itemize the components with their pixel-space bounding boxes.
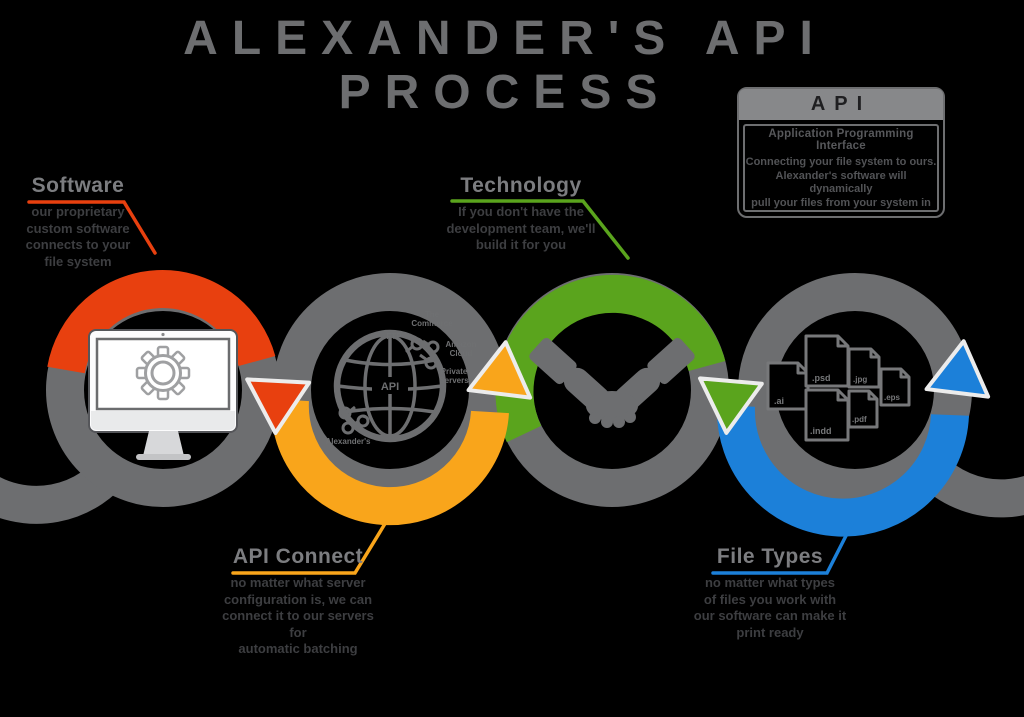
file-indd-icon: .indd	[804, 388, 850, 442]
file-ext-jpg: .jpg	[853, 375, 867, 384]
step-file-types-description: no matter what types of files you work w…	[690, 575, 850, 641]
camera-dot-icon	[161, 332, 165, 337]
file-ai-icon: .ai	[766, 361, 810, 411]
blue-arrowhead-icon	[924, 339, 991, 399]
api-connect-connector-line	[231, 520, 388, 575]
api-box-header: API	[739, 89, 943, 120]
handshake-icon	[529, 337, 695, 428]
api-box-line: Alexander's software will dynamically	[775, 169, 907, 196]
step-technology: Technology If you don't have the develop…	[431, 174, 611, 254]
step-line: print ready	[736, 624, 804, 640]
software-connector-line	[27, 200, 157, 255]
step-file-types-label: File Types	[716, 545, 824, 568]
file-ext-eps: .eps	[884, 393, 901, 402]
file-ext-psd: .psd	[812, 373, 831, 383]
page-title-line2: PROCESS	[338, 66, 672, 119]
yellow-arc	[270, 398, 509, 526]
step-line: automatic batching	[238, 641, 358, 656]
step-api-connect-label: API Connect	[232, 545, 364, 568]
file-ext-ai: .ai	[774, 396, 784, 406]
step-line: custom software	[26, 220, 130, 236]
step-line: development team, we'll	[446, 220, 596, 236]
step-line: connect it to our servers for	[222, 608, 374, 640]
step-line: build it for you	[475, 237, 567, 252]
globe-label-alexanders: Alexander's	[325, 437, 371, 446]
step-api-connect-description: no matter what server configuration is, …	[217, 575, 379, 658]
technology-connector-line	[450, 199, 630, 260]
green-arrowhead-icon	[698, 376, 764, 435]
gear-icon	[135, 345, 191, 401]
api-box-subtitle: Application Programming Interface	[768, 128, 914, 152]
api-box-description: Connecting your file system to ours. Ale…	[745, 156, 937, 212]
file-jpg-icon: .jpg	[847, 347, 881, 389]
file-psd-icon: .psd	[804, 334, 850, 388]
globe-label-ftp: FTP	[386, 332, 402, 341]
wave-right-trough	[916, 454, 1024, 518]
file-eps-icon: .eps	[879, 367, 911, 407]
arrow-heads	[245, 339, 991, 435]
red-arrowhead-icon	[245, 377, 312, 435]
api-box-line: batches for printing.	[745, 210, 937, 212]
step-line: If you don't have the	[458, 204, 584, 219]
step-line: file system	[44, 253, 112, 269]
file-type-icons: .ai .psd .jpg .indd .pdf	[766, 334, 911, 442]
page-title: ALEXANDER'S API PROCESS	[0, 12, 1010, 120]
file-ext-pdf: .pdf	[852, 415, 867, 424]
globe-icon: API	[333, 329, 447, 443]
step-line: of files you work with	[703, 591, 837, 607]
api-box-line: Connecting your file system to ours.	[745, 156, 937, 168]
page-title-line1: ALEXANDER'S API	[183, 12, 827, 65]
api-box-body: Application Programming Interface Connec…	[743, 124, 939, 212]
label-connectors	[27, 199, 855, 575]
network-nodes-icon	[338, 337, 440, 435]
globe-api-label: API	[381, 381, 399, 393]
wave-left-trough	[0, 450, 134, 524]
red-arc	[47, 270, 276, 374]
step-technology-label: Technology	[460, 174, 582, 197]
globe-label-commerce: The Commerce	[411, 310, 453, 328]
arrow-arcs	[47, 270, 969, 537]
step-software: Software our proprietary custom software…	[8, 174, 148, 270]
step-line: connects to your	[25, 237, 131, 252]
file-ext-indd: .indd	[810, 426, 832, 436]
api-box-line: pull your files from your system in	[751, 196, 931, 209]
yellow-arrowhead-icon	[466, 340, 533, 400]
step-software-label: Software	[31, 174, 125, 197]
step-line: our software can make it	[693, 608, 847, 623]
globe-label-amazon-cloud: Amazon Cloud	[445, 340, 477, 358]
api-definition-box: API Application Programming Interface Co…	[737, 87, 945, 218]
step-line: no matter what server	[230, 575, 366, 590]
blue-arc	[716, 405, 969, 537]
step-file-types: File Types no matter what types of files…	[690, 545, 850, 641]
file-pdf-icon: .pdf	[847, 389, 879, 429]
computer-icon	[88, 329, 238, 460]
step-line: our proprietary	[31, 204, 125, 219]
step-line: configuration is, we can	[223, 591, 373, 607]
monitor-stand	[143, 431, 184, 456]
step-line: no matter what types	[704, 575, 836, 590]
file-types-connector-line	[711, 520, 855, 575]
globe-label-private-servers: Private Servers	[439, 367, 469, 385]
step-software-description: our proprietary custom software connects…	[8, 204, 148, 270]
step-technology-description: If you don't have the development team, …	[431, 204, 611, 254]
step-api-connect: API Connect no matter what server config…	[217, 545, 379, 658]
